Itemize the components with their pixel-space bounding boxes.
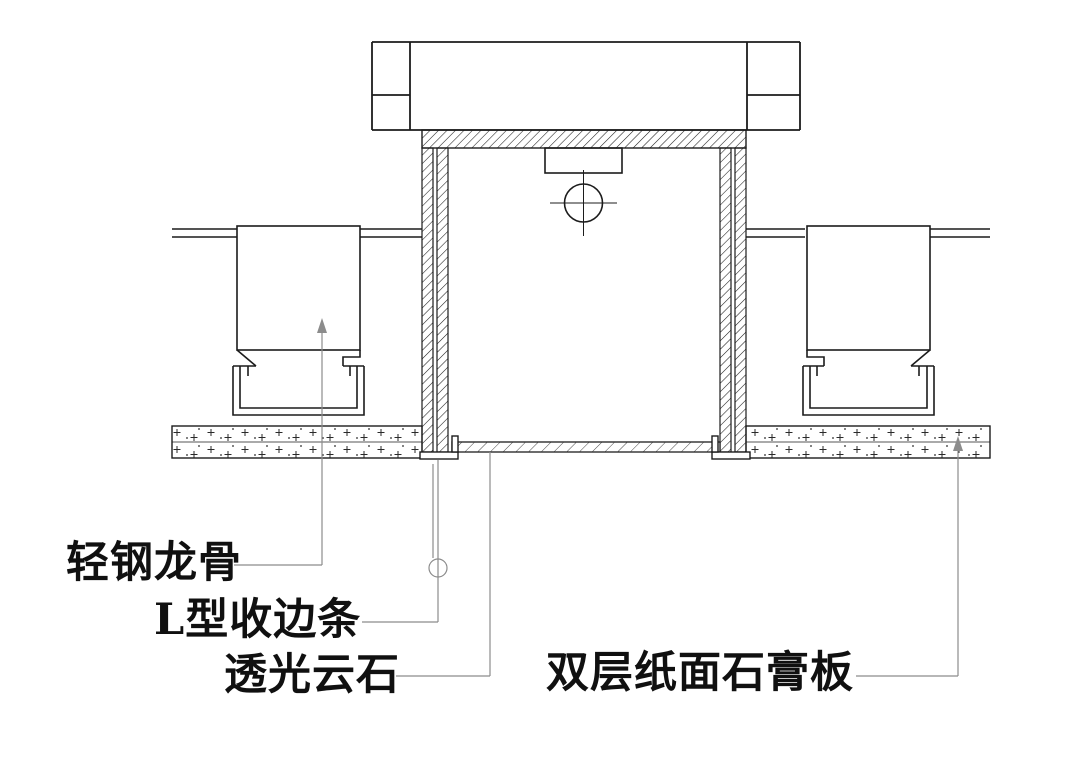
leader-steel-keel <box>234 318 327 566</box>
l-trim-right <box>711 435 751 460</box>
label-translucent-stone: 透光云石 <box>224 650 400 700</box>
label-l-trim: L型收边条 <box>154 595 362 645</box>
l-trim-left <box>419 435 459 460</box>
gypsum-band-left <box>171 425 423 459</box>
lightbox-right-wall <box>719 147 747 453</box>
translucent-stone-panel <box>451 441 721 453</box>
gypsum-band-right <box>745 425 991 459</box>
leader-stone <box>396 452 491 677</box>
label-gypsum-board: 双层纸面石膏板 <box>546 648 854 698</box>
leader-gypsum <box>856 436 963 677</box>
lamp-symbol <box>544 147 623 236</box>
steel-keel-left <box>232 225 365 416</box>
slab-beam-outline <box>371 41 801 131</box>
leader-l-trim <box>362 460 448 623</box>
lightbox-left-wall <box>421 147 449 453</box>
lightbox-top-board <box>421 129 747 149</box>
steel-keel-right <box>802 225 935 416</box>
ceiling-level-lines <box>172 228 990 238</box>
label-steel-keel: 轻钢龙骨 <box>66 538 242 588</box>
leader-lines <box>234 318 963 677</box>
